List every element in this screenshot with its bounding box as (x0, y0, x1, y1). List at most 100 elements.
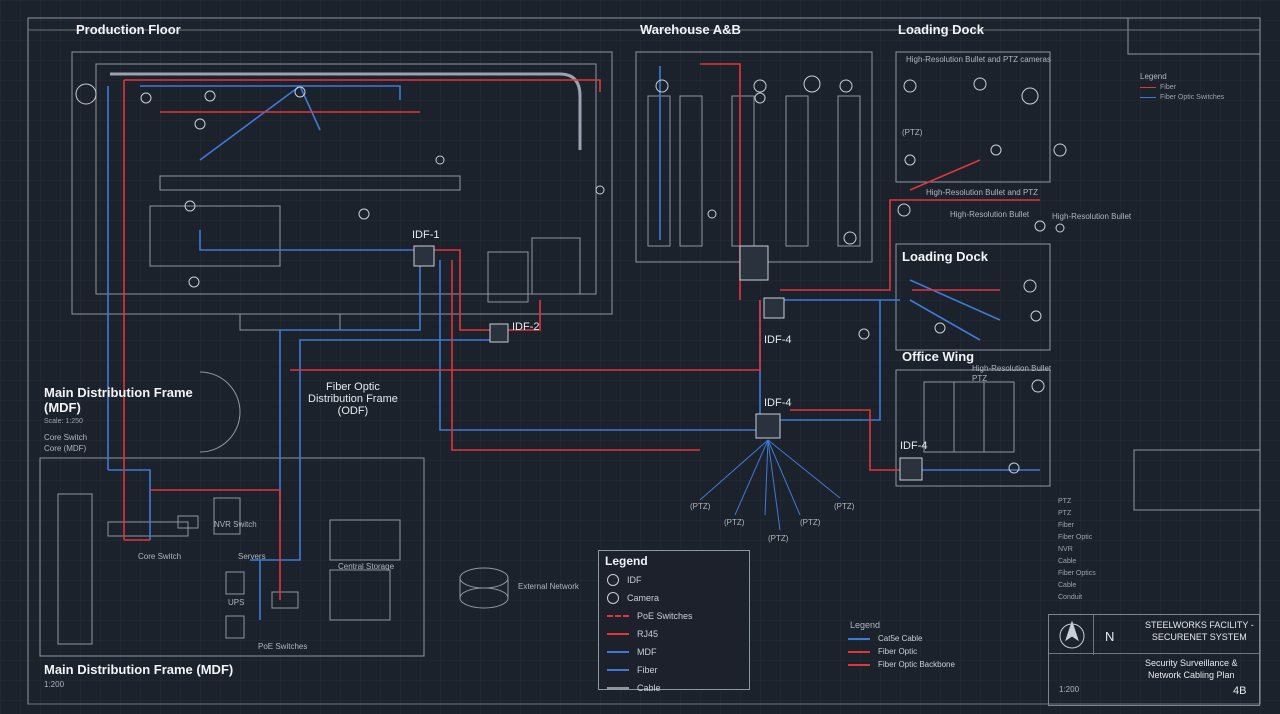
legend-top-fo: Fiber Optic Switches (1140, 94, 1224, 101)
notes-table (1133, 449, 1261, 511)
servers-label: Servers (238, 552, 266, 561)
fiber-runs (107, 66, 1040, 620)
drawing-title: Security Surveillance & Network Cabling … (1145, 658, 1238, 680)
legend-top-title: Legend (1140, 72, 1167, 81)
hi-res-bullet-right-label: High-Resolution Bullet (1052, 212, 1132, 221)
legend-item-fiber: Fiber (607, 661, 693, 679)
storage-rack (329, 569, 391, 621)
core-switch-label: Core Switch (138, 552, 182, 561)
legend-side: PTZ PTZ Fiber Fiber Optic NVR Cable Fibe… (1058, 498, 1138, 606)
external-network-drum (459, 567, 509, 589)
legend-side-3: Fiber (1058, 522, 1074, 529)
mdf-outline (39, 457, 425, 657)
office-wing-title: Office Wing (902, 349, 975, 364)
central-storage-label: Central Storage (338, 562, 395, 571)
odf-cabinet (487, 251, 529, 303)
legend-side-1: PTZ (1058, 498, 1072, 505)
ptz-label-dock: (PTZ) (902, 128, 923, 137)
legend-item-camera: Camera (607, 589, 693, 607)
ptz-label-2: (PTZ) (724, 518, 745, 527)
storage-unit (329, 519, 401, 561)
production-floor-inner (95, 63, 597, 295)
warehouse-title: Warehouse A&B (640, 22, 741, 37)
legend-item-poe: PoE Switches (607, 607, 693, 625)
legend-right-item-2: Fiber Optic (848, 645, 955, 658)
legend-side-6: Cable (1058, 558, 1077, 565)
cable-line-swatch (607, 687, 629, 689)
production-floor-title: Production Floor (76, 22, 181, 37)
external-network-drum-base (459, 587, 509, 609)
ups-unit-b (225, 615, 245, 639)
idf-4-label: IDF-4 (764, 397, 792, 409)
title-block: N STEELWORKS FACILITY - SECURENET SYSTEM… (1048, 614, 1260, 706)
fiber-optic-swatch (848, 650, 870, 653)
cat5e-swatch (848, 637, 870, 640)
idf-cabinets (413, 245, 923, 481)
loading-dock-mid-outline (895, 243, 1051, 351)
revision-block (1127, 17, 1261, 55)
office-rooms (923, 381, 1015, 453)
poe-unit (271, 591, 299, 609)
legend-side-8: Cable (1058, 582, 1077, 589)
mdf-scale-label: Scale: 1:250 (44, 418, 83, 425)
copper-runs (123, 63, 1040, 600)
nvr-switch-label: NVR Switch (214, 520, 257, 529)
mdf-rack (57, 493, 93, 645)
dome-camera-icon (607, 592, 619, 604)
backbone-swatch (848, 663, 870, 666)
hi-res-ptz-top-label: High-Resolution Bullet and PTZ cameras (906, 55, 1051, 64)
production-floor-outline (71, 51, 613, 315)
camera-icon (607, 574, 619, 586)
mdf-line-swatch (607, 651, 629, 653)
north-arrow-icon (1059, 620, 1085, 649)
warehouse-racks (647, 95, 861, 247)
legend-item-idf: IDF (607, 571, 693, 589)
cable-tray (239, 313, 341, 331)
idf-3-label: IDF-4 (764, 334, 792, 346)
legend-side-4: Fiber Optic (1058, 534, 1093, 541)
legend-item-mdf: MDF (607, 643, 693, 661)
poe-line-swatch (607, 615, 629, 617)
idf-5-label: IDF-4 (900, 440, 928, 452)
poe-switches-label: PoE Switches (258, 642, 308, 651)
legend-center-title: Legend (605, 554, 648, 568)
mdf-bottom-title: Main Distribution Frame (MDF) (44, 662, 234, 677)
mdf-bottom-scale: 1:200 (44, 680, 65, 689)
ptz-label-4: (PTZ) (834, 502, 855, 511)
rj45-line-swatch (607, 633, 629, 635)
ptz-fanout (699, 439, 841, 531)
mdf-core-label: Core Switch Core (MDF) (44, 433, 88, 453)
north-label: N (1105, 629, 1115, 644)
legend-right-items: Cat5e Cable Fiber Optic Fiber Optic Back… (848, 632, 955, 671)
ptz-label-1: (PTZ) (690, 502, 711, 511)
legend-side-7: Fiber Optics (1058, 570, 1096, 577)
legend-right-item-1: Cat5e Cable (848, 632, 955, 645)
grid-ticks (28, 29, 1260, 705)
nvr-unit-a (177, 515, 199, 529)
sheet-number: 4B (1233, 685, 1247, 697)
ptz-label-5: (PTZ) (768, 534, 789, 543)
hi-res-bullet-ptz-label: High-Resolution Bullet and PTZ (926, 188, 1039, 197)
loading-dock-mid-title: Loading Dock (902, 249, 988, 264)
idf-room (531, 237, 581, 295)
core-switch-unit (107, 521, 189, 537)
production-cell (149, 205, 281, 267)
server-unit (213, 497, 241, 535)
loading-dock-top-outline (895, 51, 1051, 183)
ptz-label-3: (PTZ) (800, 518, 821, 527)
legend-side-5: NVR (1058, 546, 1073, 553)
legend-side-2: PTZ (1058, 510, 1072, 517)
legend-item-cable: Cable (607, 679, 693, 697)
legend-center-panel: Legend IDF Camera PoE Switches RJ45 MDF … (598, 550, 750, 693)
mdf-title: Main Distribution Frame (MDF) (44, 385, 193, 415)
camera-markers (75, 75, 1067, 584)
project-title: STEELWORKS FACILITY - SECURENET SYSTEM (1145, 620, 1254, 642)
office-wing-outline (895, 369, 1051, 487)
ups-unit (225, 571, 245, 595)
idf-1-label: IDF-1 (412, 229, 440, 241)
legend-right-title: Legend (850, 620, 881, 630)
external-network-label: External Network (518, 582, 579, 591)
legend-side-9: Conduit (1058, 594, 1083, 601)
